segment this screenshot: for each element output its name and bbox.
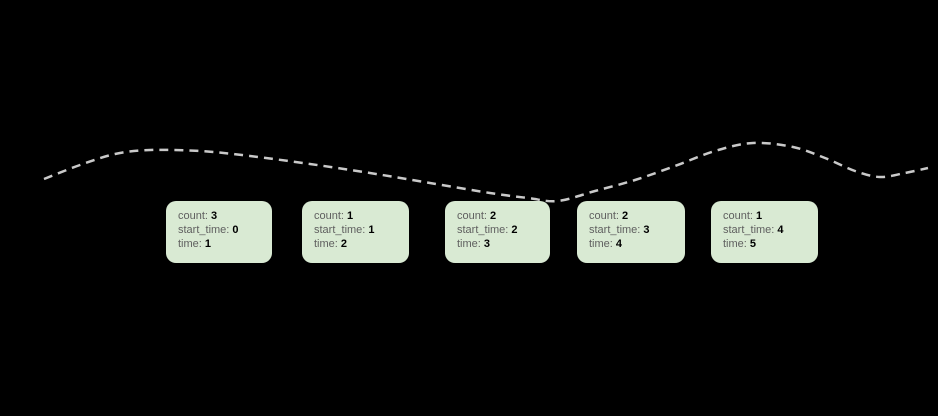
field-label: count: [178, 210, 208, 222]
field-value: 2 [511, 224, 518, 236]
window-node-5: count:1 start_time:4 time:5 [711, 201, 818, 263]
field-label: time: [457, 238, 481, 250]
field-value: 1 [368, 224, 375, 236]
field-value: 1 [346, 210, 354, 222]
field-label: start_time: [723, 224, 775, 236]
field-value: 0 [232, 224, 239, 236]
field-line: count:1 [723, 209, 808, 223]
field-line: start_time:4 [723, 223, 808, 237]
field-label: start_time: [314, 224, 366, 236]
dashed-stream-line [43, 141, 929, 203]
field-line: start_time:1 [314, 223, 399, 237]
field-line: count:3 [178, 209, 262, 223]
field-value: 3 [483, 238, 490, 250]
field-value: 5 [749, 238, 756, 250]
field-line: count:2 [457, 209, 540, 223]
field-line: time:5 [723, 237, 808, 251]
field-value: 4 [777, 224, 784, 236]
field-value: 1 [204, 238, 211, 250]
field-value: 1 [755, 210, 763, 222]
field-value: 3 [643, 224, 650, 236]
field-value: 2 [340, 238, 347, 250]
field-label: time: [723, 238, 747, 250]
field-label: count: [457, 210, 487, 222]
field-line: time:2 [314, 237, 399, 251]
field-value: 2 [621, 210, 629, 222]
field-line: start_time:0 [178, 223, 262, 237]
window-node-4: count:2 start_time:3 time:4 [577, 201, 685, 263]
window-node-1: count:3 start_time:0 time:1 [166, 201, 272, 263]
window-node-3: count:2 start_time:2 time:3 [445, 201, 550, 263]
field-line: start_time:3 [589, 223, 675, 237]
window-node-2: count:1 start_time:1 time:2 [302, 201, 409, 263]
field-label: time: [178, 238, 202, 250]
field-line: time:3 [457, 237, 540, 251]
field-line: count:2 [589, 209, 675, 223]
field-line: start_time:2 [457, 223, 540, 237]
field-value: 2 [489, 210, 497, 222]
field-label: count: [723, 210, 753, 222]
field-value: 3 [210, 210, 218, 222]
field-line: time:1 [178, 237, 262, 251]
field-label: time: [589, 238, 613, 250]
field-line: count:1 [314, 209, 399, 223]
field-label: start_time: [457, 224, 509, 236]
field-label: count: [589, 210, 619, 222]
field-label: start_time: [589, 224, 641, 236]
field-value: 4 [615, 238, 622, 250]
field-label: count: [314, 210, 344, 222]
field-line: time:4 [589, 237, 675, 251]
field-label: time: [314, 238, 338, 250]
field-label: start_time: [178, 224, 230, 236]
